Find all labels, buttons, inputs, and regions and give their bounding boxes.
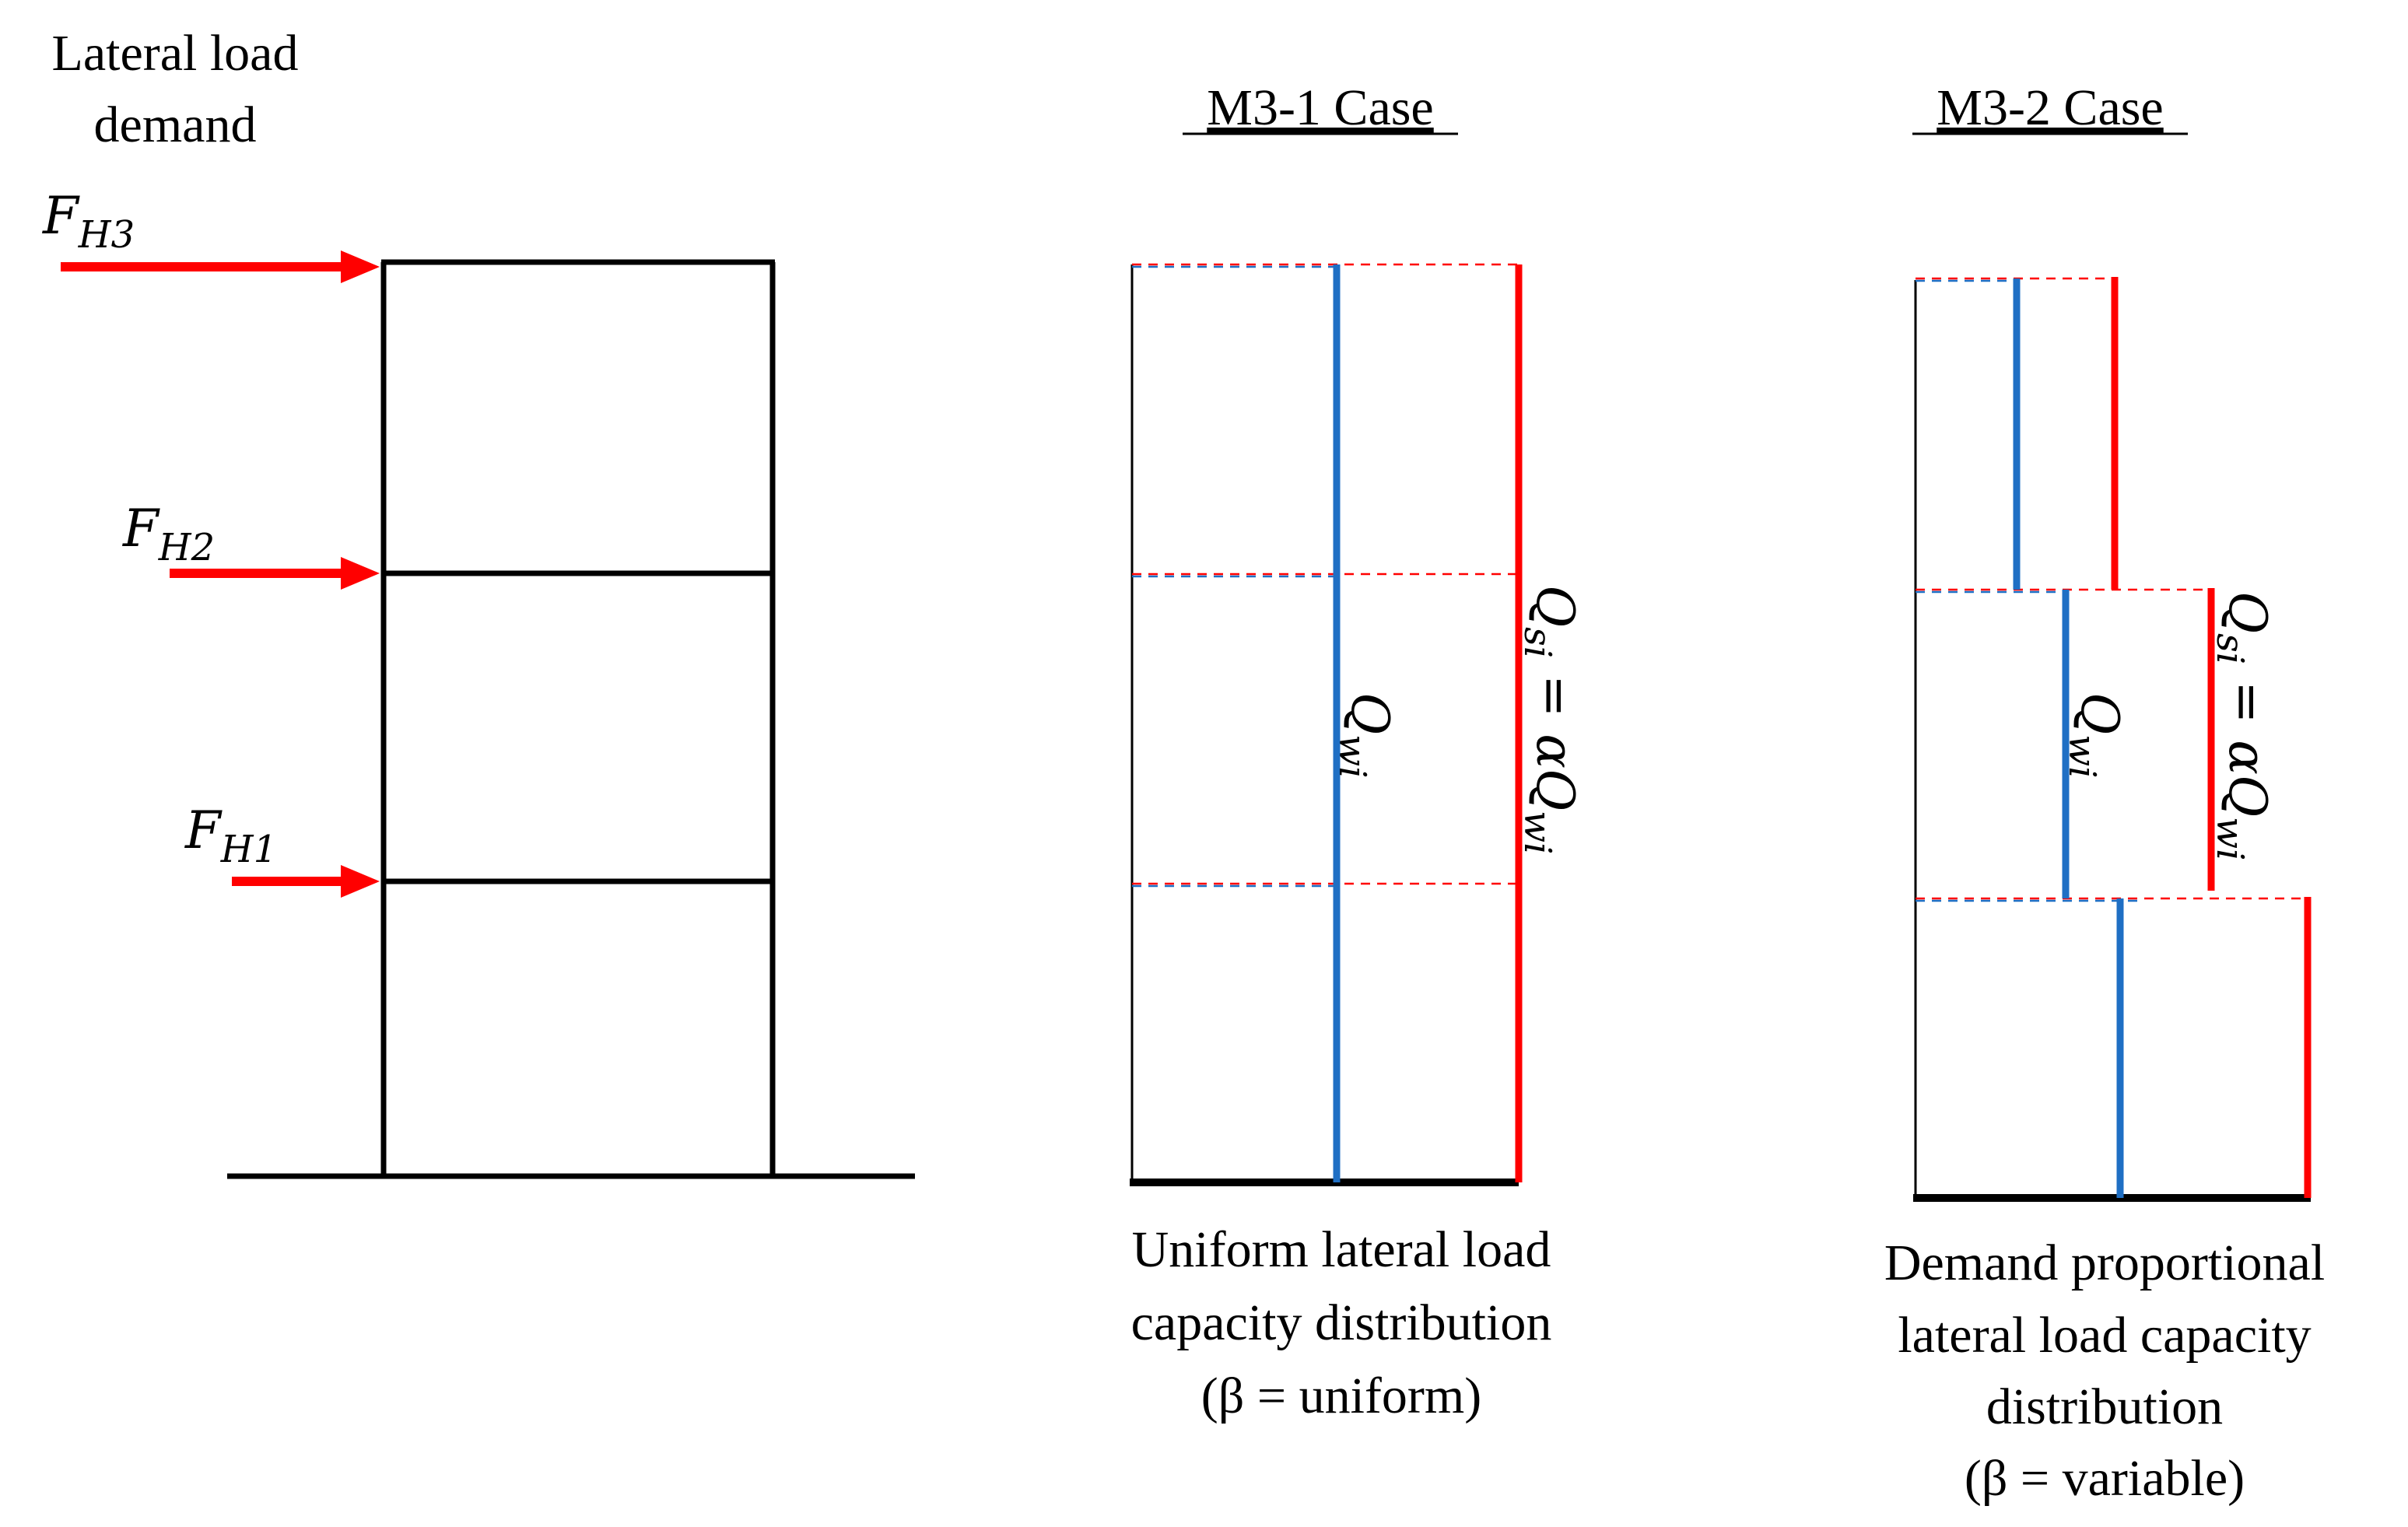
- force-label-h3: FH3: [42, 186, 135, 257]
- m32-wall-capacity: [2013, 278, 2124, 1198]
- force-label-h2: FH2: [122, 499, 215, 569]
- arrowhead-h3: [341, 250, 380, 283]
- m32-caption-line4: (β = variable): [1965, 1450, 2245, 1507]
- m31-title: M3-1 Case: [1207, 79, 1433, 136]
- m32-caption-line3: distribution: [1986, 1378, 2223, 1435]
- m31-wall-levels: [1132, 265, 1337, 888]
- m32-qw-label: Qwi: [2060, 692, 2129, 779]
- m31-caption-line3: (β = uniform): [1201, 1368, 1481, 1424]
- m31-panel: M3-1 Case Qwi Qsi = αQwi Uniform lateral…: [1130, 79, 1585, 1424]
- arrowhead-h2: [341, 557, 380, 590]
- m31-story-levels: [1132, 263, 1519, 885]
- building-frame: [227, 259, 915, 1179]
- m31-caption-line2: capacity distribution: [1131, 1294, 1552, 1351]
- m31-caption-line1: Uniform lateral load: [1132, 1221, 1551, 1278]
- m31-qw-label: Qwi: [1330, 692, 1400, 779]
- m32-panel: M3-2 Case Qwi Qsi = αQwi: [1884, 79, 2325, 1507]
- demand-title-line1: Lateral load: [52, 25, 299, 82]
- m32-title: M3-2 Case: [1937, 79, 2163, 136]
- m31-qs-label: Qsi = αQwi: [1516, 585, 1585, 854]
- demand-title-line2: demand: [94, 96, 257, 153]
- demand-panel: Lateral load demand FH3 FH2 FH1: [42, 25, 915, 1179]
- force-label-h1: FH1: [184, 800, 277, 871]
- arrowhead-h1: [341, 865, 380, 898]
- m32-qs-label: Qsi = αQwi: [2208, 591, 2277, 860]
- m32-caption-line1: Demand proportional: [1884, 1235, 2325, 1291]
- m32-story-capacity: [2111, 277, 2312, 1198]
- m32-wall-levels: [1916, 279, 2138, 902]
- m32-caption-line2: lateral load capacity: [1898, 1307, 2311, 1364]
- demand-arrows: [61, 250, 380, 898]
